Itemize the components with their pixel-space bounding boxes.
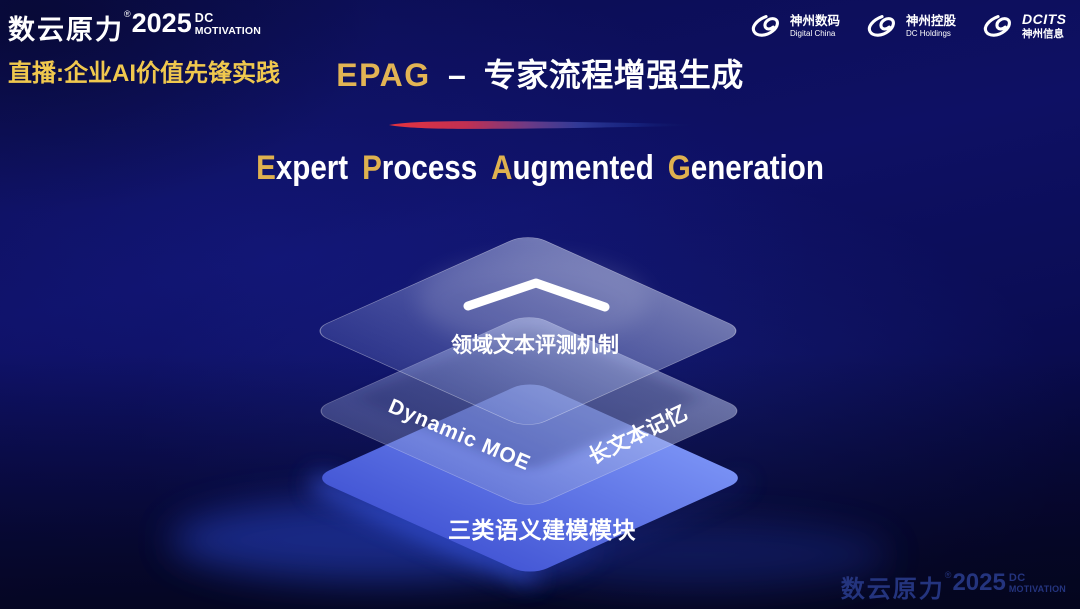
live-label: 直播:企业AI价值先锋实践 bbox=[8, 60, 280, 87]
glow-edge-right bbox=[531, 477, 749, 579]
footer-brand-sub-bottom: MOTIVATION bbox=[1008, 584, 1066, 594]
corporate-logos: 神州数码 Digital China 神州控股 DC Holdings bbox=[748, 11, 1072, 41]
subtitle-word-initial: G bbox=[667, 149, 691, 187]
dc-holdings-swirl-icon bbox=[867, 15, 895, 37]
footer-brand-subtitle: DC MOTIVATION bbox=[1009, 573, 1066, 594]
brand-logo: 数云原力 ® 2025 DC MOTIVATION bbox=[8, 8, 261, 47]
divider-gradient bbox=[389, 121, 696, 129]
logo-dcits: DCITS 神州信息 bbox=[980, 11, 1072, 41]
layer-top-label: 领域文本评测机制 bbox=[451, 333, 619, 357]
footer-brand-logo: 数云原力 ® 2025 DC MOTIVATION bbox=[841, 569, 1066, 604]
brand-sub-bottom: MOTIVATION bbox=[194, 24, 262, 37]
footer-brand-name: 数云原力 bbox=[840, 576, 945, 603]
footer-brand-year: 2025 bbox=[952, 569, 1006, 596]
logo-cn-name: 神州数码 bbox=[790, 13, 841, 28]
title-acronym: EPAG bbox=[336, 57, 431, 93]
subtitle: Expert Process Augmented Generation bbox=[70, 149, 1010, 188]
subtitle-word-initial: A bbox=[491, 149, 513, 187]
logo-digital-china: 神州数码 Digital China bbox=[748, 11, 840, 41]
title-separator: – bbox=[448, 57, 467, 93]
brand-name: 数云原力 bbox=[8, 15, 124, 45]
brand-registered-mark: ® bbox=[124, 9, 131, 19]
page-title: EPAG – 专家流程增强生成 bbox=[0, 50, 1080, 96]
logo-en-name: DC Holdings bbox=[906, 28, 951, 38]
footer-brand-registered-mark: ® bbox=[944, 570, 952, 580]
chevron-up-icon bbox=[463, 278, 610, 312]
brand-sub-top: DC bbox=[194, 11, 214, 25]
subtitle-word-rest: ugmented bbox=[512, 149, 654, 187]
footer-brand-sub-top: DC bbox=[1008, 572, 1026, 584]
subtitle-word-rest: rocess bbox=[381, 149, 478, 187]
title-cn: 专家流程增强生成 bbox=[483, 57, 744, 93]
logo-cn-name: 神州控股 bbox=[906, 13, 957, 28]
layer-bottom-label: 三类语义建模模块 bbox=[448, 517, 636, 543]
logo-en-name: DCITS bbox=[1022, 11, 1067, 28]
dcits-swirl-icon bbox=[983, 15, 1011, 37]
brand-year: 2025 bbox=[131, 8, 192, 38]
subtitle-word-rest: xpert bbox=[275, 149, 349, 187]
digital-china-swirl-icon bbox=[751, 15, 779, 37]
subtitle-word-rest: eneration bbox=[690, 149, 824, 187]
layer-top-highlight bbox=[418, 255, 648, 345]
logo-cn-name: 神州信息 bbox=[1022, 28, 1064, 41]
subtitle-word-initial: E bbox=[256, 149, 276, 187]
logo-dc-holdings: 神州控股 DC Holdings bbox=[864, 11, 956, 41]
subtitle-word-initial: P bbox=[362, 149, 382, 187]
brand-subtitle: DC MOTIVATION bbox=[195, 12, 261, 36]
logo-en-name: Digital China bbox=[790, 28, 836, 38]
